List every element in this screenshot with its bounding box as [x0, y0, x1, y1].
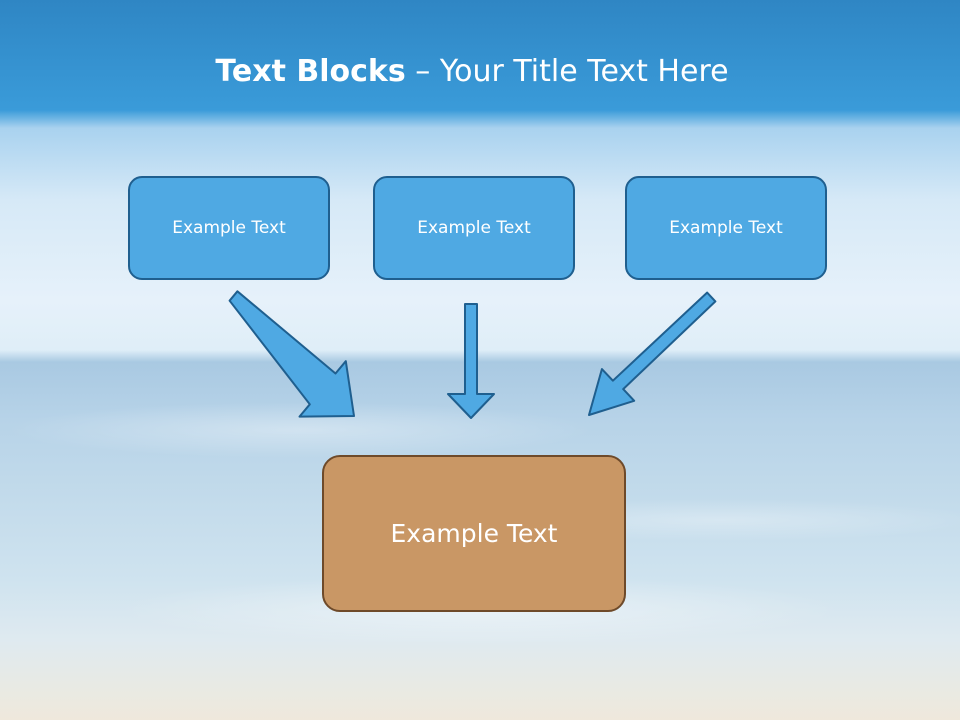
text-block-2-label: Example Text [417, 218, 531, 238]
arrow-left-icon [228, 290, 355, 418]
text-block-result-label: Example Text [390, 519, 558, 548]
text-block-3: Example Text [625, 176, 827, 280]
arrow-down-icon [447, 303, 495, 419]
text-block-result: Example Text [322, 455, 626, 612]
title-rest: Your Title Text Here [439, 54, 729, 89]
title-bold: Text Blocks [215, 54, 406, 89]
text-block-2: Example Text [373, 176, 575, 280]
text-block-1-label: Example Text [172, 218, 286, 238]
slide-title: Text Blocks – Your Title Text Here [0, 54, 944, 89]
text-block-3-label: Example Text [669, 218, 783, 238]
title-separator: – [405, 54, 440, 89]
text-block-1: Example Text [128, 176, 330, 280]
arrow-right-icon [588, 291, 717, 416]
